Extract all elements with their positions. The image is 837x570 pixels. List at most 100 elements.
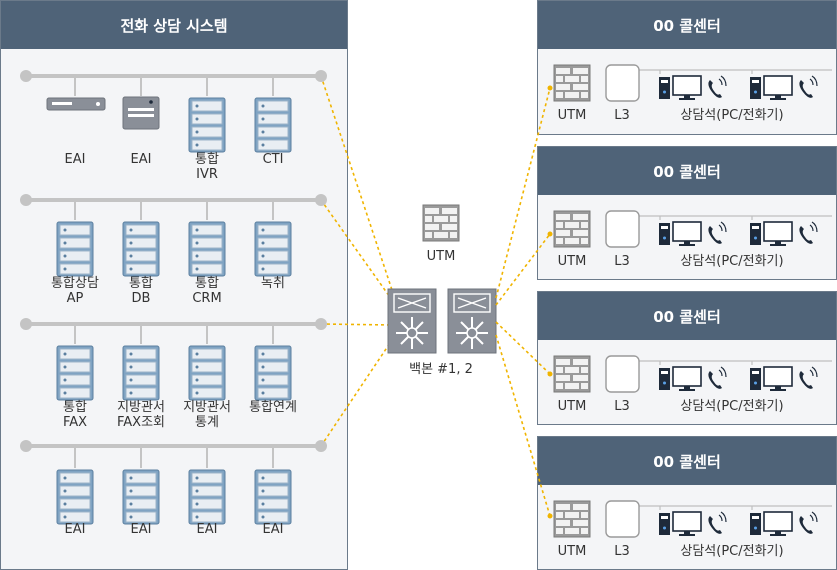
l3-switch-icon	[605, 210, 640, 248]
agent-station-icon	[658, 75, 727, 101]
appliance-box-slot	[128, 114, 154, 117]
server-icon	[122, 221, 160, 277]
bus-endpoint	[315, 194, 327, 206]
device-label-line: EAI	[262, 522, 284, 537]
device-label: 통합연계	[213, 400, 333, 415]
appliance-icon	[46, 97, 106, 111]
device-label-line: FAX조회	[116, 415, 165, 430]
appliance-box-icon	[122, 96, 160, 130]
utm-label: UTM	[557, 544, 587, 559]
firewall-icon	[553, 210, 591, 248]
device-label-line: 지방관서	[117, 400, 165, 415]
server-icon	[122, 469, 160, 525]
device-label: EAI	[213, 522, 333, 537]
device-label: 녹취	[213, 276, 333, 291]
link-line	[320, 75, 393, 291]
firewall-icon	[553, 355, 591, 393]
appliance-icon-slot	[52, 102, 72, 105]
server-icon	[188, 345, 226, 401]
agent-station-icon	[658, 511, 727, 537]
device-label: EAI	[81, 152, 201, 167]
device-label-line: 통합	[195, 152, 219, 167]
agent-station-icon	[749, 221, 818, 247]
server-icon	[56, 221, 94, 277]
device-label-line: 지방관서	[183, 400, 231, 415]
agent-label: 상담석(PC/전화기)	[680, 544, 784, 559]
l3-switch-icon	[605, 500, 640, 538]
call-center-title: 00 콜센터	[538, 1, 836, 49]
agent-station-icon	[658, 366, 727, 392]
server-icon	[188, 221, 226, 277]
link-endpoint	[547, 513, 553, 519]
appliance-icon-led	[96, 102, 100, 106]
link-line	[495, 321, 551, 375]
agent-station-icon	[658, 221, 727, 247]
device-label-line: 통합	[63, 400, 87, 415]
link-endpoint	[547, 85, 553, 91]
bus-endpoint	[315, 318, 327, 330]
device-label: EAI	[147, 522, 267, 537]
device-label-line: EAI	[64, 152, 86, 167]
device-label-line: 녹취	[261, 276, 285, 291]
l3-switch-icon	[605, 355, 640, 393]
bus-endpoint	[20, 318, 32, 330]
appliance-box-led	[149, 100, 153, 104]
backbone-switch-icon	[447, 288, 497, 354]
device-label-line: 통합연계	[249, 400, 297, 415]
server-icon	[188, 97, 226, 153]
l3-label: L3	[614, 399, 630, 414]
utm-label: UTM	[426, 249, 456, 264]
l3-label: L3	[614, 544, 630, 559]
device-label: EAI	[15, 522, 135, 537]
utm-label: UTM	[557, 254, 587, 269]
device-label-line: 통합	[195, 276, 219, 291]
call-center-title: 00 콜센터	[538, 292, 836, 340]
server-icon	[56, 469, 94, 525]
link-endpoint	[547, 371, 553, 377]
firewall-icon	[553, 500, 591, 538]
bus-endpoint	[20, 440, 32, 452]
firewall-icon	[553, 64, 591, 102]
server-icon	[254, 469, 292, 525]
device-label-line: CRM	[192, 291, 222, 306]
agent-station-icon	[749, 511, 818, 537]
device-label: EAI	[15, 152, 135, 167]
call-center-title: 00 콜센터	[538, 147, 836, 195]
system-title: 전화 상담 시스템	[1, 1, 347, 49]
device-label-line: CTI	[262, 152, 284, 167]
server-icon	[254, 221, 292, 277]
server-icon	[254, 345, 292, 401]
link-line	[495, 233, 551, 306]
appliance-box-slot	[128, 108, 154, 111]
call-center-title: 00 콜센터	[538, 437, 836, 485]
utm-label: UTM	[557, 108, 587, 123]
bus-endpoint	[315, 440, 327, 452]
device-label-line: AP	[66, 291, 84, 306]
firewall-icon	[422, 204, 460, 242]
link-endpoint	[547, 231, 553, 237]
device-label-line: EAI	[130, 152, 152, 167]
agent-station-icon	[749, 366, 818, 392]
bus-endpoint	[315, 70, 327, 82]
link-line	[495, 87, 551, 299]
device-label-line: EAI	[64, 522, 86, 537]
link-line	[320, 323, 393, 326]
agent-label: 상담석(PC/전화기)	[680, 399, 784, 414]
device-label: CTI	[213, 152, 333, 167]
l3-switch-icon	[605, 64, 640, 102]
server-icon	[56, 345, 94, 401]
device-label-line: IVR	[196, 167, 218, 182]
agent-label: 상담석(PC/전화기)	[680, 108, 784, 123]
server-icon	[122, 345, 160, 401]
device-label-line: DB	[131, 291, 151, 306]
bus-endpoint	[20, 194, 32, 206]
link-line	[320, 339, 393, 447]
bus-endpoint	[20, 70, 32, 82]
l3-label: L3	[614, 108, 630, 123]
link-line	[495, 334, 551, 517]
